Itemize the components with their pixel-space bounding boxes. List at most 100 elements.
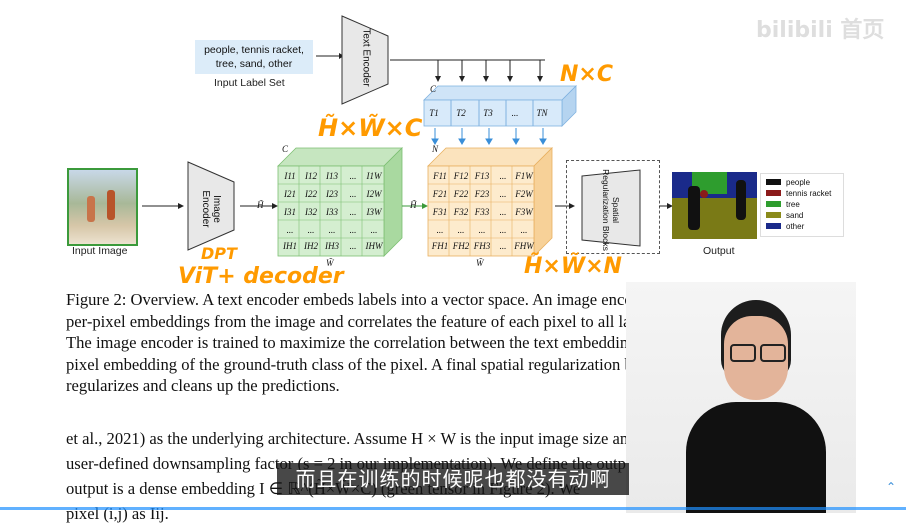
- caption-line: pixel embedding of the ground-truth clas…: [66, 354, 722, 374]
- i-cell: I13: [326, 171, 338, 181]
- f-cell: ...: [499, 171, 507, 181]
- f-axis-n: N: [432, 144, 439, 154]
- f-cell: ...: [457, 225, 465, 235]
- legend-label: tree: [786, 200, 800, 209]
- figure-caption: Figure 2: Overview. A text encoder embed…: [66, 289, 856, 397]
- legend-swatch: [766, 201, 781, 207]
- legend-label: tennis racket: [786, 189, 832, 198]
- i-cell: I31: [284, 207, 296, 217]
- caption-line: per-pixel embeddings from the image and …: [66, 311, 740, 331]
- i-cell: I33: [326, 207, 338, 217]
- i-cell: ...: [349, 171, 357, 181]
- i-cell: I3W: [366, 207, 382, 217]
- label-set-line-1: people, tennis racket,: [204, 44, 304, 56]
- f-cell: F21: [432, 189, 448, 199]
- input-image-caption: Input Image: [72, 245, 128, 257]
- f-cell: F23: [474, 189, 490, 199]
- i-tensor: [277, 147, 403, 257]
- input-label-set-box: people, tennis racket, tree, sand, other: [195, 40, 313, 74]
- annotation-vit-decoder: ViT+ decoder: [178, 264, 344, 289]
- text-encoder-fanout-arrows: [390, 59, 545, 82]
- legend-swatch: [766, 223, 781, 229]
- axis-c-text: C: [430, 84, 437, 94]
- presenter-shirt: [686, 402, 826, 513]
- i-cell: I23: [326, 189, 338, 199]
- body-line: et al., 2021) as the underlying architec…: [66, 429, 674, 448]
- legend-swatch: [766, 212, 781, 218]
- arrow-to-f-tensor: [402, 203, 428, 209]
- f-cell: F22: [453, 189, 469, 199]
- f-cell: ...: [520, 225, 528, 235]
- caption-line: regularizes and cleans up the prediction…: [66, 376, 340, 396]
- f-cell: FHW: [514, 241, 534, 251]
- video-progress-bar[interactable]: [0, 507, 906, 510]
- f-cell: F32: [453, 207, 469, 217]
- i-cell: ...: [307, 225, 315, 235]
- seg-region-person-1: [688, 186, 700, 230]
- bilibili-watermark: bilibili 首页: [756, 18, 885, 43]
- seg-region-person-2: [736, 180, 746, 220]
- f-cell: FH2: [452, 241, 470, 251]
- spatial-block-trapezoid: [581, 169, 641, 247]
- presenter-face: [724, 316, 788, 400]
- annotation-h-w-c: H̃×W̃×C: [318, 114, 423, 142]
- input-image: [67, 168, 138, 246]
- f-cell: ...: [499, 241, 507, 251]
- i-cell: ...: [286, 225, 294, 235]
- i-cell: I32: [305, 207, 317, 217]
- i-cell: I21: [284, 189, 296, 199]
- i-cell: I11: [284, 171, 296, 181]
- person-figure-1: [87, 196, 95, 222]
- f-tensor: [427, 147, 553, 257]
- i-cell: ...: [349, 189, 357, 199]
- image-encoder-label: Image Encoder: [200, 190, 222, 228]
- f-cell: ...: [478, 225, 486, 235]
- i-axis-c: C: [282, 144, 289, 154]
- glasses-left-icon: [730, 344, 756, 362]
- i-cell: IHW: [365, 241, 383, 251]
- f-cell: F13: [474, 171, 490, 181]
- i-cell: I2W: [366, 189, 382, 199]
- f-cell: F33: [474, 207, 490, 217]
- text-encoder-block: [341, 15, 389, 105]
- f-cell: ...: [499, 189, 507, 199]
- arrow-to-output: [659, 203, 673, 209]
- token-t1: T1: [429, 108, 439, 118]
- output-caption: Output: [703, 245, 735, 257]
- seg-region-racket: [700, 190, 708, 198]
- f-cell: F12: [453, 171, 469, 181]
- i-cell: IH3: [325, 241, 339, 251]
- i-cell: ...: [349, 241, 357, 251]
- f-cell: F1W: [515, 171, 533, 181]
- text-encoder-label: Text Encoder: [360, 28, 372, 87]
- legend-swatch: [766, 190, 781, 196]
- arrow-to-image-encoder: [142, 203, 184, 209]
- f-cell: ...: [436, 225, 444, 235]
- seg-region-tree: [692, 172, 727, 194]
- i-cell: I12: [305, 171, 317, 181]
- i-cell: ...: [349, 207, 357, 217]
- legend-label: other: [786, 222, 805, 231]
- f-cell: FH3: [473, 241, 491, 251]
- f-cell: F2W: [515, 189, 533, 199]
- spatial-block-frame: [566, 160, 660, 254]
- token-t3: T3: [483, 108, 493, 118]
- label-set-line-2: tree, sand, other: [215, 58, 293, 70]
- caption-line: Figure 2: Overview. A text encoder embed…: [66, 290, 710, 309]
- i-axis-w: W̃: [326, 258, 334, 268]
- i-cell: ...: [349, 225, 357, 235]
- arrow-to-i-tensor: [240, 203, 278, 209]
- legend-label: people: [786, 178, 811, 187]
- presenter-video: [626, 282, 856, 513]
- f-cell: ...: [499, 225, 507, 235]
- video-subtitle: 而且在训练的时候呢也都没有动啊: [277, 463, 629, 495]
- token-tn: TN: [536, 108, 548, 118]
- i-cell: ...: [370, 225, 378, 235]
- i-cell: IH2: [304, 241, 318, 251]
- image-encoder-block: [187, 161, 235, 251]
- f-cell: F11: [433, 171, 447, 181]
- input-label-set-caption: Input Label Set: [214, 77, 285, 89]
- chevron-up-icon[interactable]: ⌃: [886, 480, 897, 494]
- f-cell: F3W: [515, 207, 533, 217]
- legend-label: sand: [786, 211, 804, 220]
